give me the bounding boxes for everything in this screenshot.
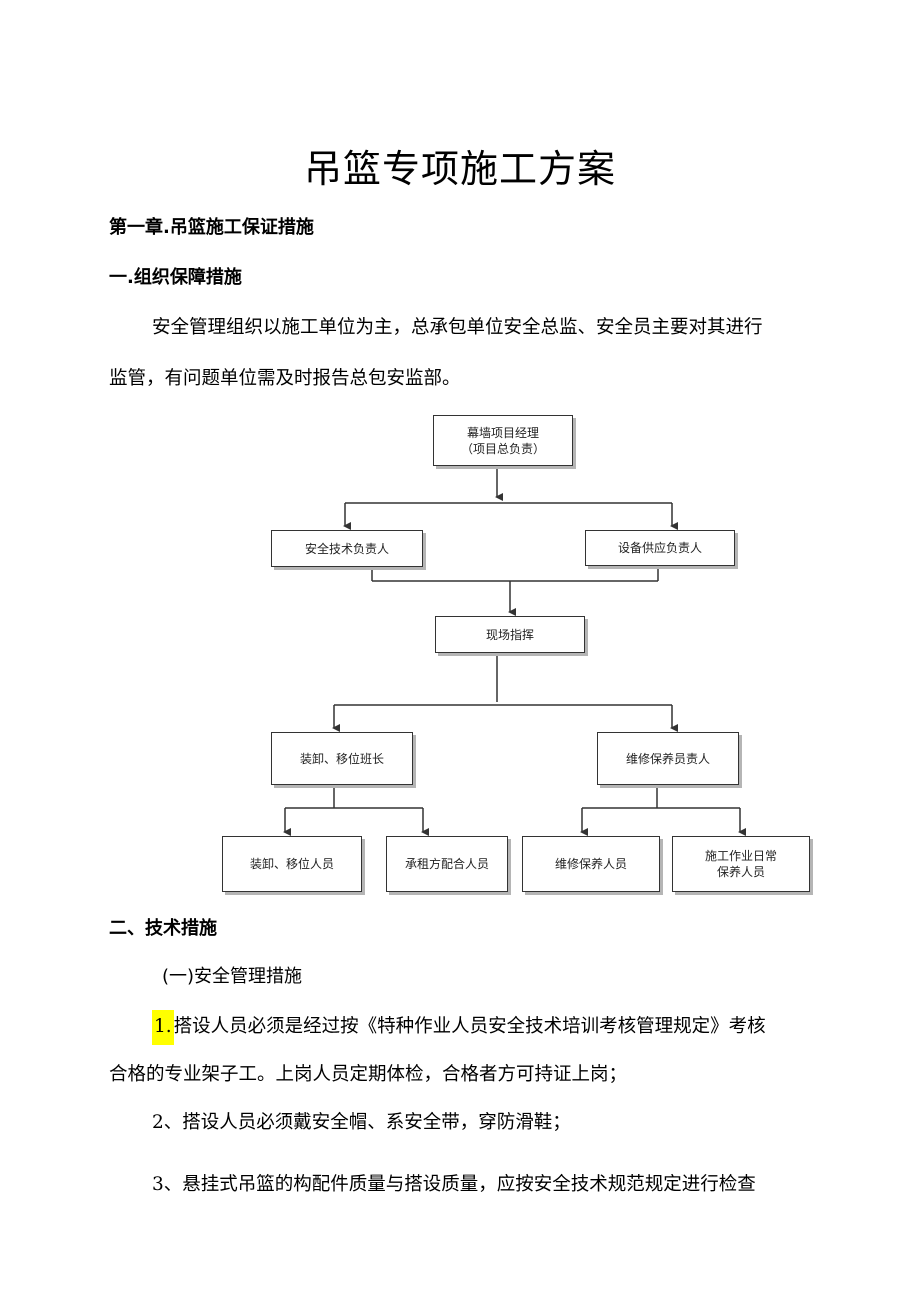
list-item-1: 1.搭设人员必须是经过按《特种作业人员安全技术培训考核管理规定》考核 [152,1010,766,1045]
node-install-staff: 装卸、移位人员 [222,836,362,892]
node-label: 装卸、移位人员 [249,857,334,871]
node-safety-tech: 安全技术负责人 [271,530,423,567]
item-text: 悬挂式吊篮的构配件质量与搭设质量，应按安全技术规范规定进行检查 [182,1174,756,1195]
item-number-highlight: 1. [152,1010,174,1045]
node-site-command: 现场指挥 [435,616,585,653]
paragraph-line: 监管，有问题单位需及时报告总包安监部。 [109,368,461,389]
node-label: 设备供应负责人 [617,541,702,555]
node-lessor-staff: 承租方配合人员 [386,836,508,892]
item-text: 搭设人员必须是经过按《特种作业人员安全技术培训考核管理规定》考核 [173,1016,766,1037]
node-label: 施工作业日常 [704,849,777,863]
list-item-2: 2、搭设人员必须戴安全帽、系安全带，穿防滑鞋； [152,1108,571,1134]
section-heading-technical: 二、技术措施 [109,918,217,939]
node-label: 维修保养员责人 [625,751,710,766]
item-text: 搭设人员必须戴安全帽、系安全带，穿防滑鞋； [182,1112,571,1133]
node-maintenance-lead: 维修保养员责人 [597,732,739,785]
node-label: 幕墙项目经理 [466,425,539,440]
item-number: 2、 [152,1112,183,1133]
node-label: 保养人员 [716,865,765,879]
section-heading-organization: 一.组织保障措施 [109,267,242,288]
node-maintenance-staff: 维修保养人员 [522,836,660,892]
node-label: 承租方配合人员 [404,857,489,871]
list-item-3: 3、悬挂式吊篮的构配件质量与搭设质量，应按安全技术规范规定进行检查 [152,1170,756,1196]
paragraph-line: 安全管理组织以施工单位为主，总承包单位安全总监、安全员主要对其进行 [152,317,763,338]
node-label: 装卸、移位班长 [299,751,384,766]
document-title: 吊篮专项施工方案 [303,147,616,191]
node-label: 维修保养人员 [554,857,627,871]
node-equipment: 设备供应负责人 [585,530,735,566]
node-project-manager: 幕墙项目经理 （项目总负责） [433,415,573,466]
item-number: 3、 [152,1174,183,1195]
node-label: 现场指挥 [485,627,534,642]
node-label: （项目总负责） [460,441,545,456]
node-label: 安全技术负责人 [304,541,389,556]
chapter-heading: 第一章.吊篮施工保证措施 [109,217,314,238]
subsection-heading: (一)安全管理措施 [162,966,303,987]
list-item-1-continuation: 合格的专业架子工。上岗人员定期体检，合格者方可持证上岗； [109,1064,628,1085]
node-install-leader: 装卸、移位班长 [271,732,413,785]
node-daily-maintenance: 施工作业日常 保养人员 [672,836,810,892]
